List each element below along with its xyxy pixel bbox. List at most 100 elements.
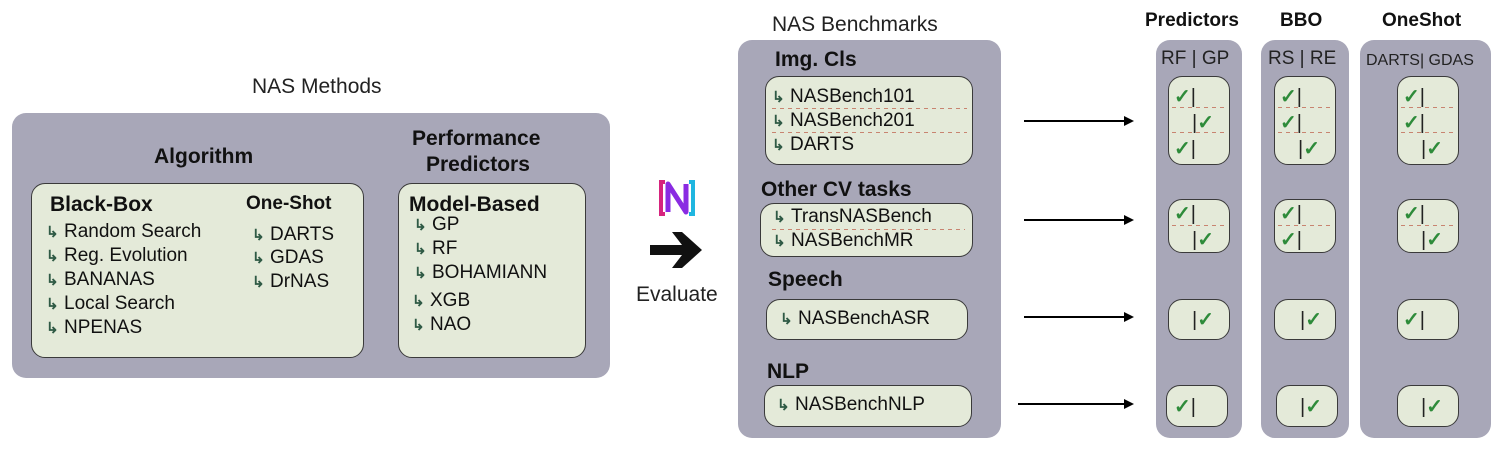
check-icon: ✓ [1197,229,1214,251]
connector-arrow [1024,120,1124,122]
return-arrow-icon: ↳ [414,217,427,234]
benchmark-item: ↳NASBench201 [772,110,915,131]
divider [772,229,965,230]
connector-arrow [1024,219,1124,221]
check-icon: ✓ [1426,229,1443,251]
connector-arrow-head [1124,215,1134,225]
divider [1172,132,1224,133]
model-based-heading: Model-Based [409,193,540,216]
result-box [1397,199,1459,253]
group-heading-other-cv: Other CV tasks [761,178,912,201]
check-icon: ✓ [1426,138,1443,160]
benchmark-box-nlp [764,385,972,427]
check-icon: ✓ [1403,203,1420,225]
result-box [1274,199,1336,253]
list-item: ↳XGB [412,290,471,311]
connector-arrow-head [1124,116,1134,126]
return-arrow-icon: ↳ [414,241,427,258]
result-row: ✓| [1403,86,1425,108]
check-icon: ✓ [1174,396,1191,418]
result-row: |✓ [1421,229,1443,251]
return-arrow-icon: ↳ [772,89,785,106]
benchmark-item: ↳NASBench101 [772,86,915,107]
divider [772,108,967,109]
check-icon: ✓ [1197,112,1214,134]
return-arrow-icon: ↳ [252,227,265,244]
result-row: ✓| [1280,112,1302,134]
check-icon: ✓ [1305,396,1322,418]
return-arrow-icon: ↳ [46,296,59,313]
predictors-col-title: Predictors [1145,10,1239,31]
result-row: |✓ [1298,138,1320,160]
check-icon: ✓ [1197,309,1214,331]
result-row: ✓| [1174,203,1196,225]
list-item: ↳Reg. Evolution [46,245,188,266]
connector-arrow [1024,316,1124,318]
divider [1172,107,1224,108]
return-arrow-icon: ↳ [46,248,59,265]
result-box [1168,299,1230,340]
divider [1278,107,1330,108]
return-arrow-icon: ↳ [772,137,785,154]
result-row: |✓ [1192,229,1214,251]
list-item: ↳NAO [412,314,472,335]
oneshot-heading: One-Shot [246,193,332,214]
return-arrow-icon: ↳ [252,250,265,267]
check-icon: ✓ [1403,112,1420,134]
return-arrow-icon: ↳ [780,311,793,328]
result-row: |✓ [1192,309,1214,331]
connector-arrow-head [1124,312,1134,322]
check-icon: ✓ [1280,86,1297,108]
list-item: ↳DARTS [252,224,335,245]
benchmark-box-other-cv [760,203,973,257]
result-box [1397,299,1459,340]
return-arrow-icon: ↳ [773,209,786,226]
result-row: |✓ [1300,396,1322,418]
group-heading-img-cls: Img. Cls [775,48,857,71]
return-arrow-icon: ↳ [412,293,425,310]
result-box [1397,76,1459,165]
predictors-col-header: RF | GP [1161,48,1230,69]
result-row: |✓ [1192,112,1214,134]
benchmark-item: ↳NASBenchASR [780,308,931,329]
result-row: |✓ [1421,138,1443,160]
oneshot-col-title: OneShot [1382,10,1462,31]
list-item: ↳GDAS [252,247,324,268]
benchmarks-title: NAS Benchmarks [772,13,938,36]
result-row: ✓| [1280,86,1302,108]
nas-methods-title: NAS Methods [252,75,382,98]
result-box [1166,385,1228,427]
check-icon: ✓ [1305,309,1322,331]
result-box [1168,199,1230,253]
group-heading-speech: Speech [768,268,843,291]
algorithm-box [31,183,364,358]
result-row: ✓| [1174,396,1196,418]
return-arrow-icon: ↳ [46,272,59,289]
list-item: ↳RF [414,238,458,259]
check-icon: ✓ [1280,203,1297,225]
check-icon: ✓ [1174,138,1191,160]
result-row: ✓| [1280,203,1302,225]
benchmark-item: ↳NASBenchNLP [777,394,925,415]
result-row: ✓| [1403,309,1425,331]
divider [772,132,967,133]
result-row: |✓ [1300,309,1322,331]
list-item: ↳GP [414,214,460,235]
bbo-col-title: BBO [1280,10,1323,31]
divider [1401,225,1453,226]
blackbox-heading: Black-Box [50,193,153,216]
result-row: ✓| [1280,229,1302,251]
return-arrow-icon: ↳ [252,274,265,291]
benchmark-box-img-cls [765,76,973,165]
list-item: ↳Local Search [46,293,175,314]
result-box [1397,385,1459,427]
return-arrow-icon: ↳ [46,320,59,337]
result-row: |✓ [1421,396,1443,418]
result-box [1274,299,1336,340]
return-arrow-icon: ↳ [414,265,427,282]
benchmark-item: ↳NASBenchMR [773,230,914,251]
check-icon: ✓ [1280,112,1297,134]
benchmark-box-speech [766,299,968,340]
check-icon: ✓ [1303,138,1320,160]
oneshot-col-header: DARTS| GDAS [1366,52,1474,69]
